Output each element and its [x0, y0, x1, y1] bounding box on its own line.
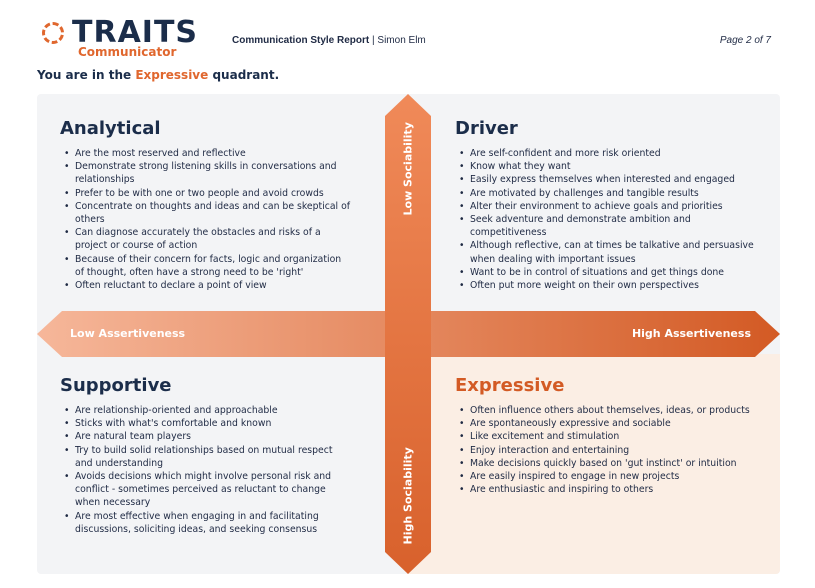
analytical-list-item: Are the most reserved and reflective	[62, 147, 352, 160]
report-title: Communication Style Report | Simon Elm	[232, 35, 426, 46]
supportive-title: Supportive	[60, 375, 172, 396]
expressive-list-item: Enjoy interaction and entertaining	[457, 444, 762, 457]
expressive-list-item: Like excitement and stimulation	[457, 430, 762, 443]
analytical-list-item: Because of their concern for facts, logi…	[62, 253, 352, 279]
sociability-axis-arrow	[385, 94, 431, 574]
quadrant-statement-suffix: quadrant.	[208, 68, 280, 82]
driver-list-item: Want to be in control of situations and …	[457, 266, 759, 279]
expressive-list-item: Are easily inspired to engage in new pro…	[457, 470, 762, 483]
driver-list-item: Often put more weight on their own persp…	[457, 279, 759, 292]
driver-title: Driver	[455, 118, 518, 139]
report-title-separator: |	[369, 35, 378, 46]
axis-label-left: Low Assertiveness	[70, 327, 186, 340]
axis-label-top: Low Sociability	[401, 122, 415, 216]
supportive-list: Are relationship-oriented and approachab…	[62, 404, 348, 536]
expressive-list-item: Often influence others about themselves,…	[457, 404, 762, 417]
expressive-list-item: Are enthusiastic and inspiring to others	[457, 483, 762, 496]
expressive-title: Expressive	[455, 375, 565, 396]
analytical-list-item: Prefer to be with one or two people and …	[62, 187, 352, 200]
analytical-list-item: Concentrate on thoughts and ideas and ca…	[62, 200, 352, 226]
analytical-list-item: Often reluctant to declare a point of vi…	[62, 279, 352, 292]
supportive-list-item: Are relationship-oriented and approachab…	[62, 404, 348, 417]
supportive-list-item: Avoids decisions which might involve per…	[62, 470, 348, 510]
analytical-list-item: Can diagnose accurately the obstacles an…	[62, 226, 352, 252]
analytical-title: Analytical	[60, 118, 161, 139]
page-number: Page 2 of 7	[719, 35, 771, 46]
driver-list: Are self-confident and more risk oriente…	[457, 147, 759, 292]
quadrant-statement-highlight: Expressive	[135, 68, 209, 82]
supportive-list-item: Are most effective when engaging in and …	[62, 510, 348, 536]
logo-wordmark: TRAITS	[72, 15, 199, 50]
supportive-list-item: Try to build solid relationships based o…	[62, 444, 348, 470]
expressive-list: Often influence others about themselves,…	[457, 404, 762, 497]
driver-list-item: Seek adventure and demonstrate ambition …	[457, 213, 759, 239]
driver-list-item: Are self-confident and more risk oriente…	[457, 147, 759, 160]
traits-logo: TRAITS Communicator	[42, 15, 212, 59]
analytical-list-item: Demonstrate strong listening skills in c…	[62, 160, 352, 186]
expressive-list-item: Are spontaneously expressive and sociabl…	[457, 417, 762, 430]
driver-list-item: Know what they want	[457, 160, 759, 173]
logo-ring-icon	[42, 22, 64, 44]
driver-list-item: Although reflective, can at times be tal…	[457, 239, 759, 265]
supportive-list-item: Sticks with what's comfortable and known	[62, 417, 348, 430]
expressive-list-item: Make decisions quickly based on 'gut ins…	[457, 457, 762, 470]
driver-list-item: Are motivated by challenges and tangible…	[457, 187, 759, 200]
logo-subtitle: Communicator	[78, 45, 177, 59]
report-person: Simon Elm	[377, 35, 426, 46]
driver-list-item: Easily express themselves when intereste…	[457, 173, 759, 186]
analytical-list: Are the most reserved and reflectiveDemo…	[62, 147, 352, 292]
quadrant-statement-prefix: You are in the	[37, 68, 136, 82]
driver-list-item: Alter their environment to achieve goals…	[457, 200, 759, 213]
axis-label-bottom: High Sociability	[401, 447, 415, 545]
supportive-list-item: Are natural team players	[62, 430, 348, 443]
report-title-bold: Communication Style Report	[232, 35, 370, 46]
quadrant-statement: You are in the Expressive quadrant.	[37, 68, 279, 82]
axis-label-right: High Assertiveness	[631, 327, 751, 340]
